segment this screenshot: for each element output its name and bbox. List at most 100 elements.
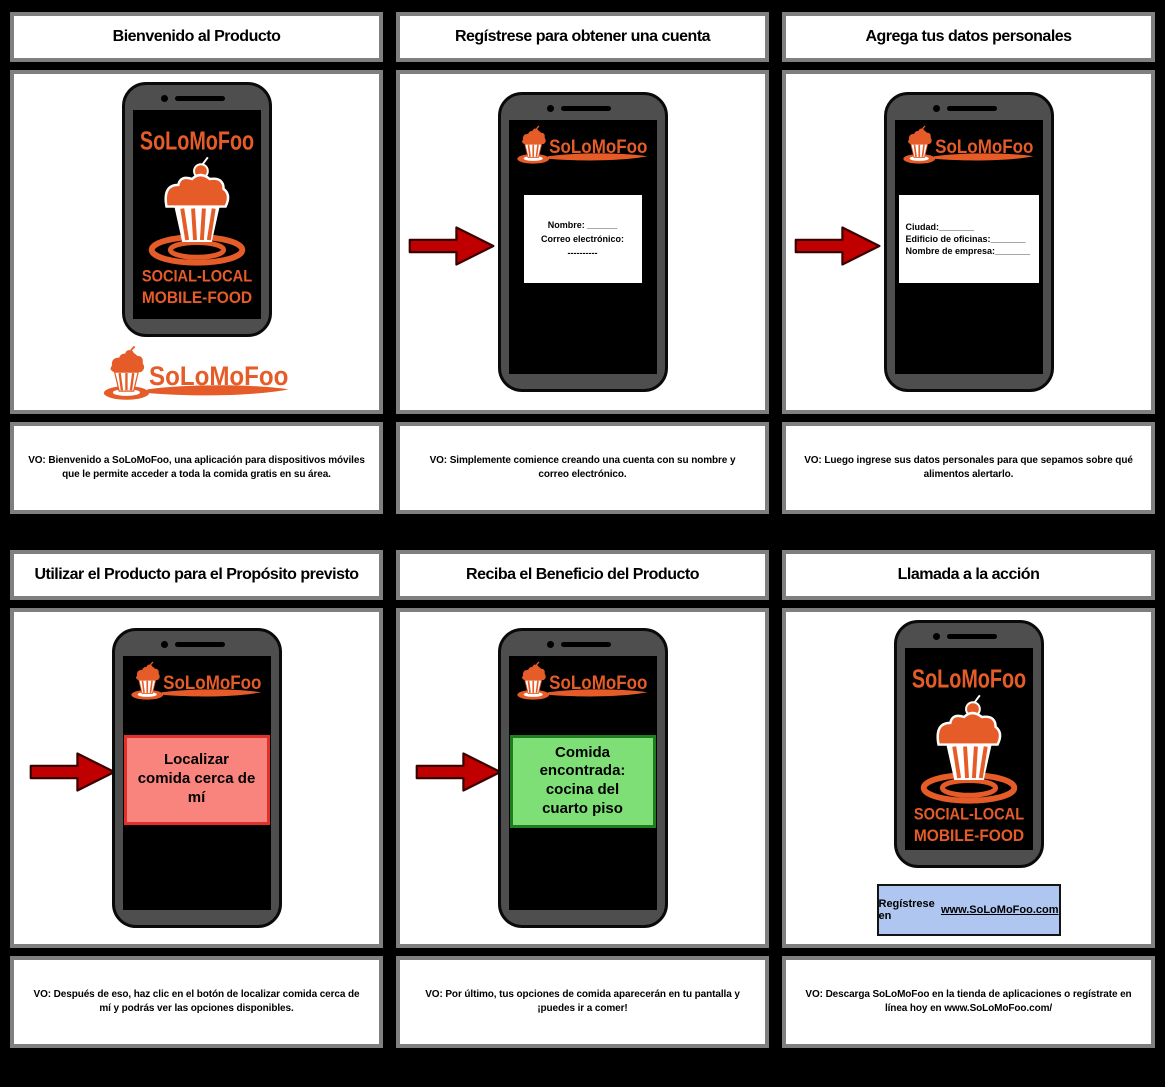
cupcake-icon <box>164 157 229 243</box>
logo-tagline-2: MOBILE-FOOD <box>141 288 251 307</box>
cupcake-icon <box>102 345 150 402</box>
speaker-icon <box>946 106 997 111</box>
camera-icon <box>160 641 168 648</box>
panel-title: Llamada a la acción <box>897 566 1040 583</box>
title-cell: Regístrese para obtener una cuenta <box>396 12 769 62</box>
panel-welcome: Bienvenido al Producto SoLoMoFoo <box>10 12 383 514</box>
panel-title: Agrega tus datos personales <box>865 28 1072 45</box>
plate-ring-inner <box>167 240 226 261</box>
solomofoo-vertical-logo: SoLoMoFoo <box>911 665 1025 845</box>
panel-call-to-action: Llamada a la acción SoLoMoFoo <box>782 550 1155 1048</box>
cupcake-icon <box>936 694 1001 780</box>
red-arrow-icon <box>408 226 495 266</box>
logo-tagline-1: SOCIAL-LOCAL <box>913 804 1023 823</box>
logo-swoosh <box>161 689 261 697</box>
cupcake-icon <box>129 661 164 701</box>
panel-personal-data: Agrega tus datos personales SoLoMoFoo <box>782 12 1155 514</box>
speaker-icon <box>560 106 611 111</box>
red-arrow-icon <box>794 226 881 266</box>
solomofoo-horizontal-logo: SoLoMoFoo <box>129 661 261 701</box>
title-cell: Bienvenido al Producto <box>10 12 383 62</box>
form-field-office: Edificio de oficinas:_______ <box>905 233 1026 244</box>
camera-icon <box>160 95 168 103</box>
storyboard-row-1: Bienvenido al Producto SoLoMoFoo <box>10 12 1155 514</box>
phone-screen: SoLoMoFoo Localizar comida cerca de mí <box>122 656 271 910</box>
red-arrow-icon <box>29 752 116 792</box>
phone: SoLoMoFoo Localizar comida cerca de mí <box>111 628 282 928</box>
panel-use-product: Utilizar el Producto para el Propósito p… <box>10 550 383 1048</box>
speaker-icon <box>946 634 997 639</box>
phone: SoLoMoFoo <box>893 620 1044 868</box>
cta-prefix-text: Regístrese en <box>878 898 935 922</box>
logo-wordmark: SoLoMoFoo <box>549 673 647 694</box>
caption-cell: VO: Luego ingrese sus datos personales p… <box>782 422 1155 514</box>
phone: SoLoMoFoo Ciudad:_______ Edificio de ofi… <box>883 92 1054 392</box>
caption-cell: VO: Simplemente comience creando una cue… <box>396 422 769 514</box>
solomofoo-horizontal-logo: SoLoMoFoo <box>515 661 647 701</box>
phone: SoLoMoFoo Comida encontrada: cocina del … <box>497 628 668 928</box>
solomofoo-horizontal-logo: SoLoMoFoo <box>515 125 647 165</box>
cta-link[interactable]: www.SoLoMoFoo.com <box>940 904 1059 916</box>
logo-tagline-2: MOBILE-FOOD <box>913 826 1023 845</box>
title-cell: Reciba el Beneficio del Producto <box>396 550 769 600</box>
panel-title: Utilizar el Producto para el Propósito p… <box>34 566 359 583</box>
image-cell: SoLoMoFoo Nombre: ______ Correo electrón… <box>396 70 769 414</box>
image-cell: SoLoMoFoo <box>10 70 383 414</box>
caption-text: VO: Luego ingrese sus datos personales p… <box>804 454 1133 481</box>
phone-screen: SoLoMoFoo Ciudad:_______ Edificio de ofi… <box>894 120 1043 374</box>
logo-wordmark: SoLoMoFoo <box>163 673 261 694</box>
red-arrow-icon <box>415 752 502 792</box>
plate-ring-inner <box>939 778 998 798</box>
form-field-email-blank: ---------- <box>567 247 598 258</box>
locate-food-button[interactable]: Localizar comida cerca de mí <box>123 734 270 825</box>
phone-screen: SoLoMoFoo <box>132 110 261 320</box>
phone-screen: SoLoMoFoo Comida encontrada: cocina del … <box>508 656 657 910</box>
caption-text: VO: Descarga SoLoMoFoo en la tienda de a… <box>805 988 1132 1015</box>
caption-text: VO: Bienvenido a SoLoMoFoo, una aplicaci… <box>28 454 365 481</box>
caption-cell: VO: Después de eso, haz clic en el botón… <box>10 956 383 1048</box>
form-field-name: Nombre: ______ <box>547 219 618 230</box>
camera-icon <box>546 641 554 648</box>
speaker-icon <box>560 642 611 647</box>
solomofoo-horizontal-logo: SoLoMoFoo <box>102 345 288 402</box>
logo-tagline-1: SOCIAL-LOCAL <box>141 267 251 286</box>
image-cell: SoLoMoFoo Comida encontrada: cocina del … <box>396 608 769 948</box>
camera-icon <box>546 105 554 112</box>
caption-cell: VO: Por último, tus opciones de comida a… <box>396 956 769 1048</box>
logo-wordmark: SoLoMoFoo <box>149 360 288 391</box>
register-cta-box[interactable]: Regístrese en www.SoLoMoFoo.com <box>876 884 1061 936</box>
solomofoo-horizontal-logo: SoLoMoFoo <box>901 125 1033 165</box>
phone-screen: SoLoMoFoo <box>904 648 1033 850</box>
logo-wordmark: SoLoMoFoo <box>549 137 647 158</box>
form-field-company: Nombre de empresa:_______ <box>905 245 1031 256</box>
cupcake-icon <box>515 661 550 701</box>
storyboard-row-2: Utilizar el Producto para el Propósito p… <box>10 550 1155 1048</box>
food-found-box: Comida encontrada: cocina del cuarto pis… <box>509 734 656 828</box>
logo-wordmark: SoLoMoFoo <box>935 137 1033 158</box>
logo-swoosh <box>933 153 1033 161</box>
form-field-email: Correo electrónico: <box>540 233 625 244</box>
speaker-icon <box>174 642 225 647</box>
caption-cell: VO: Bienvenido a SoLoMoFoo, una aplicaci… <box>10 422 383 514</box>
caption-text: VO: Por último, tus opciones de comida a… <box>425 988 740 1015</box>
phone-screen: SoLoMoFoo Nombre: ______ Correo electrón… <box>508 120 657 374</box>
camera-icon <box>932 633 940 640</box>
camera-icon <box>932 105 940 112</box>
phone: SoLoMoFoo <box>121 82 272 338</box>
panel-title: Bienvenido al Producto <box>112 28 281 45</box>
caption-text: VO: Después de eso, haz clic en el botón… <box>33 988 360 1015</box>
title-cell: Utilizar el Producto para el Propósito p… <box>10 550 383 600</box>
image-cell: SoLoMoFoo <box>782 608 1155 948</box>
speaker-icon <box>174 96 225 102</box>
cupcake-icon <box>515 125 550 165</box>
logo-swoosh <box>547 153 647 161</box>
logo-swoosh <box>146 385 288 396</box>
cupcake-icon <box>901 125 936 165</box>
panel-benefit: Reciba el Beneficio del Producto SoLoMoF… <box>396 550 769 1048</box>
personal-data-form: Ciudad:_______ Edificio de oficinas:____… <box>898 194 1039 283</box>
logo-wordmark: SoLoMoFoo <box>139 128 253 156</box>
title-cell: Agrega tus datos personales <box>782 12 1155 62</box>
signup-form: Nombre: ______ Correo electrónico: -----… <box>523 194 642 283</box>
title-cell: Llamada a la acción <box>782 550 1155 600</box>
